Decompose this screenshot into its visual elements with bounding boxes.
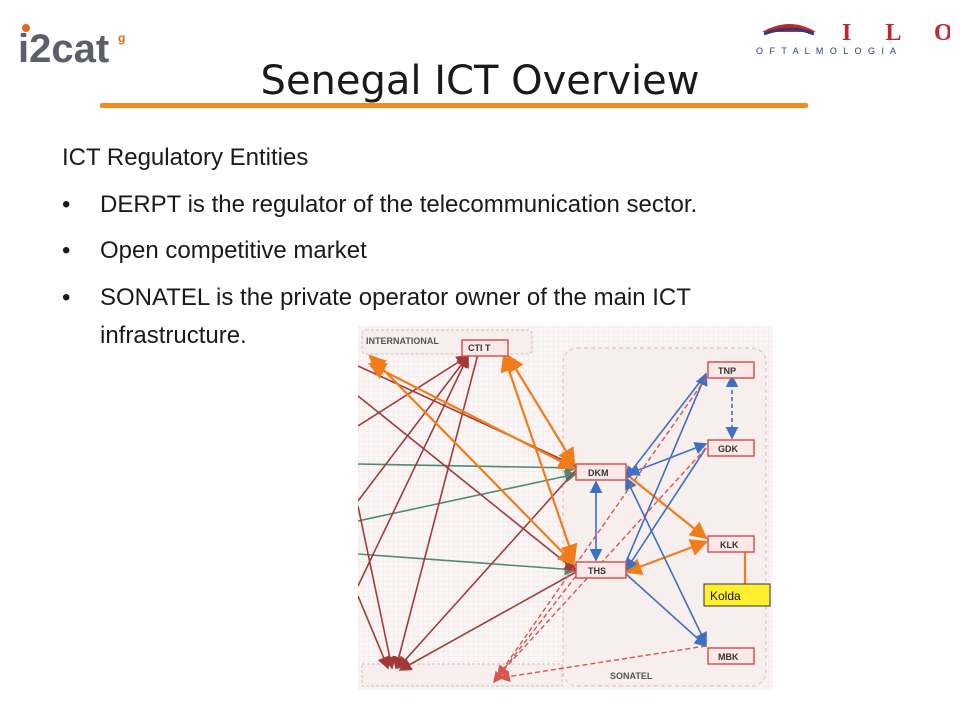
i2cat-logo-text: i2cat [18,27,109,71]
bullet-dot: • [62,237,71,264]
logo-ilo-text: I L O [842,20,950,46]
node-gdk-box [707,439,755,457]
i2cat-logo-superscript: g [118,31,125,45]
node-klk-box [707,535,755,553]
node-ths-label: THS [588,566,606,576]
node-mbk-label: MBK [718,652,739,662]
title-underline [100,103,808,108]
red-link [358,595,390,670]
blue-links [589,372,739,648]
node-kolda-box [703,583,771,607]
node-dkm-box [575,463,627,481]
node-ths-box [575,561,627,579]
slide-title: Senegal ICT Overview [260,58,700,104]
sonatel-area [562,347,767,687]
dashed-link [498,645,707,683]
node-ctit-box [461,339,509,357]
logo-arc-blue [763,27,815,36]
bullet-text: DERPT is the regulator of the telecommun… [100,191,698,218]
blue-link [626,442,708,476]
sonatel-label: SONATEL [610,671,653,681]
node-klk-label: KLK [720,540,739,550]
bullet-text: SONATEL is the private operator owner of… [100,284,691,311]
i2cat-logo-dot [22,24,30,32]
node-kolda-label: Kolda [710,589,741,603]
blue-link [625,476,707,646]
dashed-link [497,377,707,678]
node-gdk-label: GDK [718,444,739,454]
slide-subtitle: ICT Regulatory Entities [62,144,309,171]
bullet-text: infrastructure. [100,322,247,349]
i2cat-logo: i2cat g [18,24,125,71]
dashed-link [493,575,577,684]
bullet-dot: • [62,191,71,218]
orange-link [500,353,578,563]
bullet-dot: • [62,284,71,311]
node-tnp-box [707,361,755,379]
node-tnp-label: TNP [718,366,736,376]
node-ctit-label: CTI T [468,343,491,353]
node-dkm-label: DKM [588,468,609,478]
node-mbk-box [707,647,755,665]
ilo-oftalmologia-logo: I L O O F T A L M O L O G I A [756,20,950,56]
red-link [358,505,396,670]
logo-oftalmologia-text: O F T A L M O L O G I A [756,46,898,56]
network-diagram: INTERNATIONAL SONATEL [358,326,773,690]
red-link [398,571,577,671]
bullet-text: Open competitive market [100,237,367,264]
blue-link [625,573,708,648]
international-label: INTERNATIONAL [366,336,439,346]
